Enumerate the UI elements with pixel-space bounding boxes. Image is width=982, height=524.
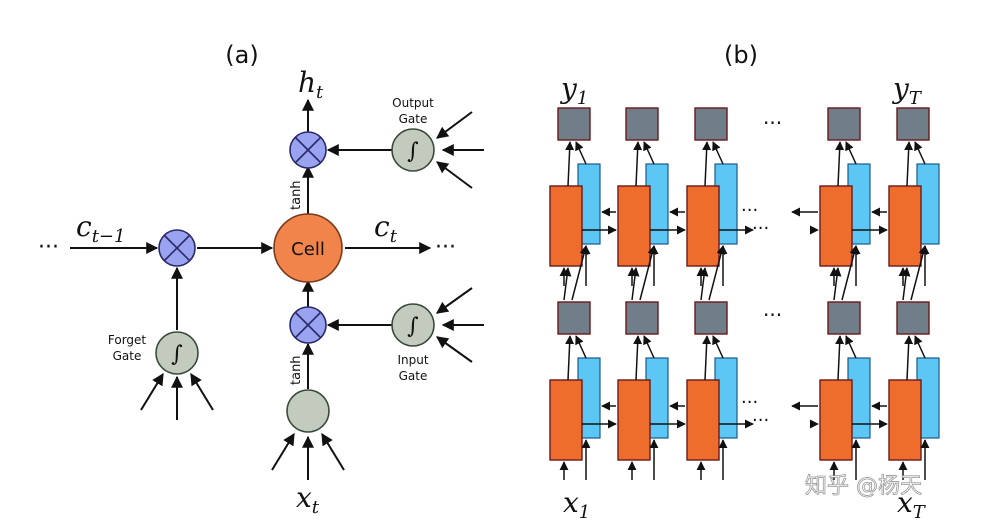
node-square-r0-c1 xyxy=(625,107,659,141)
dots-top: ··· xyxy=(763,111,782,135)
input-gate-node: ∫ xyxy=(391,303,435,347)
node-square-r1-c1 xyxy=(625,301,659,335)
node-square-r1-c4 xyxy=(896,301,930,335)
bilstm-grid xyxy=(549,107,940,480)
node-square-r1-c2 xyxy=(694,301,728,335)
dots-row2-fwd: ··· xyxy=(752,410,769,431)
multiply-node-input xyxy=(289,306,327,344)
panel-b: (b) y1 yT x1 xT ··· ··· ··· ··· ··· ··· … xyxy=(549,41,940,523)
forward-block-r0-c4 xyxy=(888,185,922,267)
forget-gate-label-2: Gate xyxy=(113,349,142,363)
dots-row1-back: ··· xyxy=(741,200,758,221)
forget-gate-node: ∫ xyxy=(155,331,199,375)
watermark: 知乎 @杨天 xyxy=(805,474,922,499)
x1-label: x1 xyxy=(563,486,590,523)
forward-block-r1-c4 xyxy=(888,379,922,461)
y1-label: y1 xyxy=(559,72,588,109)
forward-block-r1-c3 xyxy=(819,379,853,461)
cell-label: Cell xyxy=(291,239,325,260)
dots-row1-fwd: ··· xyxy=(752,218,769,239)
forward-block-r1-c1 xyxy=(617,379,651,461)
ellipsis-left: ··· xyxy=(38,235,59,260)
output-gate-node: ∫ xyxy=(391,128,435,172)
forward-block-r1-c0 xyxy=(549,379,583,461)
node-square-r0-c4 xyxy=(896,107,930,141)
node-square-r1-c3 xyxy=(827,301,861,335)
node-square-r0-c0 xyxy=(557,107,591,141)
tanh-top-label: tanh xyxy=(289,180,304,210)
forget-gate-label-1: Forget xyxy=(108,333,147,347)
input-tanh-node xyxy=(286,389,330,433)
multiply-node-output xyxy=(289,131,327,169)
output-gate-label-2: Gate xyxy=(399,112,428,126)
yT-label: yT xyxy=(891,72,923,109)
panel-a-connections xyxy=(70,98,484,480)
svg-text:∫: ∫ xyxy=(407,314,419,339)
x-t-label: xt xyxy=(296,481,320,518)
forward-block-r0-c2 xyxy=(686,185,720,267)
panel-a: (a) ht xyxy=(38,41,484,518)
input-gate-label-2: Gate xyxy=(399,369,428,383)
panel-b-title: (b) xyxy=(724,41,758,69)
forward-block-r0-c3 xyxy=(819,185,853,267)
cell-node: Cell xyxy=(273,213,343,283)
multiply-node-forget xyxy=(158,229,196,267)
xT-label: xT xyxy=(897,486,927,523)
node-square-r0-c2 xyxy=(694,107,728,141)
forward-block-r0-c0 xyxy=(549,185,583,267)
c-prev-label: ct−1 xyxy=(76,210,125,247)
dots-row2-back: ··· xyxy=(741,392,758,413)
c-t-label: ct xyxy=(374,210,398,247)
svg-text:∫: ∫ xyxy=(407,139,419,164)
forward-block-r1-c2 xyxy=(686,379,720,461)
h-t-label: ht xyxy=(298,66,324,103)
node-square-r0-c3 xyxy=(827,107,861,141)
input-gate-label-1: Input xyxy=(397,353,428,367)
forward-block-r0-c1 xyxy=(617,185,651,267)
node-square-r1-c0 xyxy=(557,301,591,335)
ellipsis-right: ··· xyxy=(435,235,456,260)
svg-text:∫: ∫ xyxy=(171,342,183,367)
dots-middle: ··· xyxy=(763,303,782,327)
output-gate-label-1: Output xyxy=(392,96,434,110)
tanh-bottom-label: tanh xyxy=(289,355,304,385)
panel-a-title: (a) xyxy=(225,41,258,69)
